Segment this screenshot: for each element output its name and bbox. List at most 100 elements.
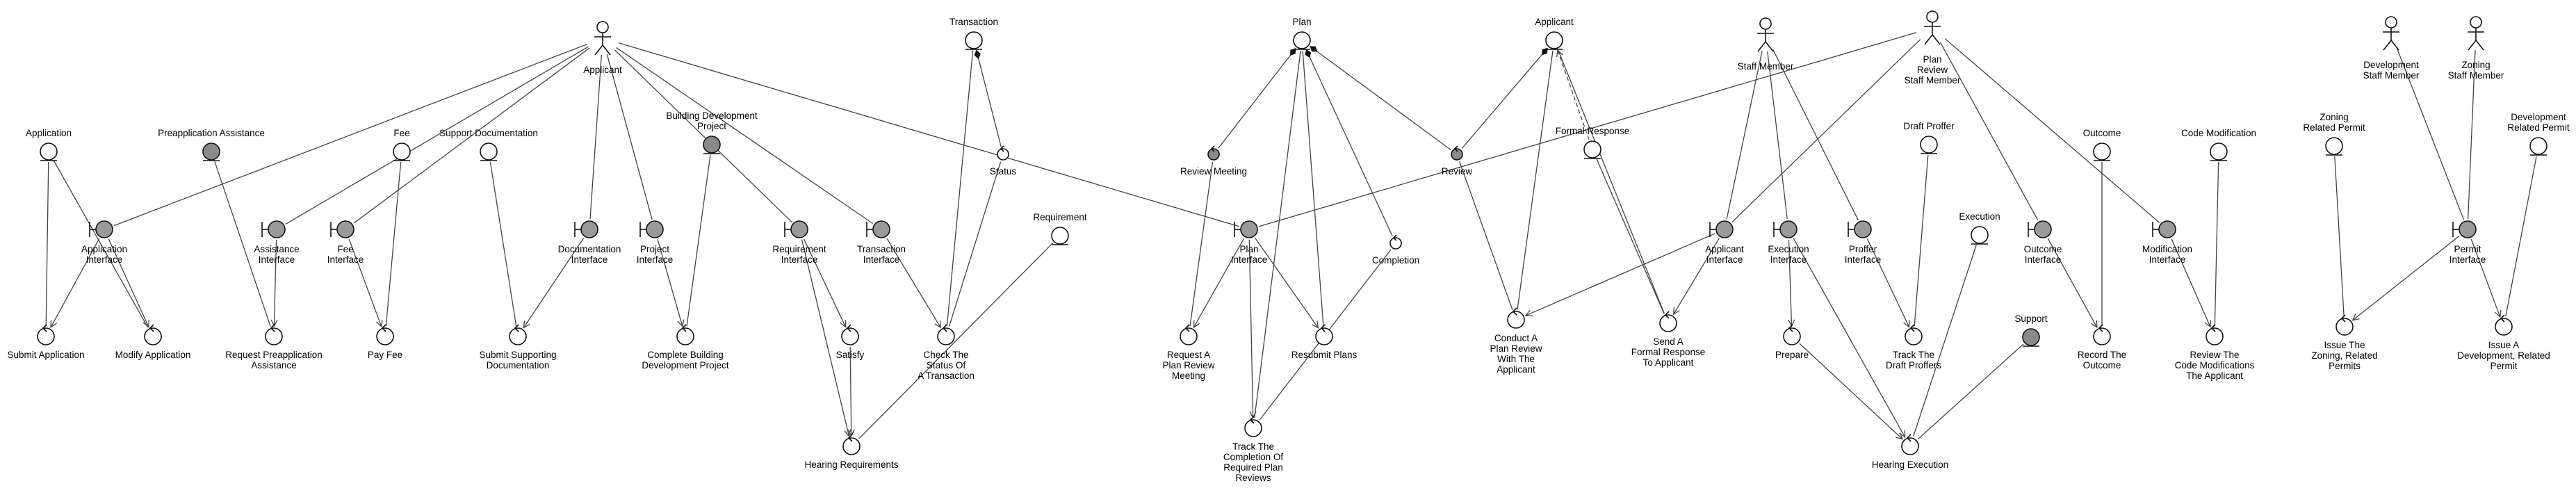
edge-building_dev_project-to-complete_building (686, 154, 711, 327)
edge-permit_interface-to-issue_development (2470, 238, 2502, 318)
entity-icon (1545, 31, 1563, 50)
node-staff_member: Staff Member (1738, 17, 1794, 72)
boundary-icon (2452, 220, 2477, 238)
arrowhead (840, 320, 847, 328)
entity-icon (480, 142, 498, 161)
edge-preapp_assist-to-request_preapp (214, 161, 271, 327)
arrowhead (523, 320, 530, 329)
control-icon (1507, 307, 1525, 329)
control-icon (1783, 324, 1801, 345)
boundary-icon (1773, 220, 1798, 238)
node-label: Preapplication Assistance (158, 128, 265, 138)
entity-icon (965, 31, 983, 50)
edge-conduct_plan_review-to-review (1459, 161, 1513, 311)
control-icon (1180, 324, 1198, 345)
node-label: Review Meeting (1180, 166, 1247, 177)
edge-resubmit_plans-to-plan (1302, 50, 1324, 327)
arrowhead (1896, 432, 1904, 440)
edge-plan_review_staff-to-modification_interface (1944, 38, 2160, 223)
control-icon (2335, 314, 2354, 336)
edge-staff_member-to-proffer_interface (1772, 49, 1859, 220)
node-label: Pay Fee (368, 350, 402, 360)
edge-conduct_plan_review-to-applicant_entity (1517, 50, 1554, 310)
entity-icon (1293, 31, 1311, 50)
node-resubmit_plans: Resubmit Plans (1291, 324, 1358, 360)
node-label: Fee (393, 128, 409, 138)
edge-completion-to-plan (1305, 49, 1393, 237)
control-icon (2206, 324, 2224, 345)
entity-icon (2210, 142, 2228, 161)
edge-application-to-modify_application (53, 160, 149, 328)
arrowhead (376, 319, 383, 328)
edge-support_doc-to-submit_support_docs (489, 161, 517, 327)
node-label: Applicant (1535, 17, 1574, 27)
control-icon (376, 324, 394, 345)
arrowhead (1672, 307, 1680, 316)
boundary-icon (866, 220, 890, 238)
node-label: Support Documentation (439, 128, 538, 138)
edge-application-to-submit_application (45, 161, 49, 327)
edge-support-to-hearing_execution (1917, 343, 2024, 440)
node-label: Support (2014, 313, 2048, 324)
node-requirement: Requirement (1033, 212, 1087, 245)
edge-status-to-transaction (974, 49, 1002, 147)
node-modify_application: Modify Application (115, 324, 190, 360)
edge-transaction_interface-to-check_status (886, 238, 941, 329)
arrowhead (142, 320, 149, 328)
edge-applicant_actor-to-application_interface (113, 43, 587, 227)
connector-layer (45, 32, 2537, 440)
node-formal_response: Formal Response (1556, 126, 1629, 159)
boundary-icon (1848, 220, 1872, 238)
edge-review_meeting-to-plan (1218, 48, 1296, 149)
boundary-icon (1234, 220, 1258, 238)
control-icon (676, 324, 694, 345)
edge-plan_interface-to-resubmit_plans (1255, 237, 1319, 329)
control-icon (1244, 416, 1262, 437)
node-review_meeting: Review Meeting (1180, 145, 1247, 177)
edge-zoning_staff-to-permit_interface (2467, 49, 2476, 220)
actor-icon (594, 21, 611, 56)
control-icon (1389, 234, 1402, 250)
node-label: Application (26, 128, 72, 138)
edge-modification_interface-to-review_code_mods (2171, 238, 2212, 328)
edge-draft_proffer-to-track_draft_proffers (1914, 154, 1929, 327)
entity-icon (703, 136, 721, 154)
edge-requirement_interface-to-hearing_requirements (801, 239, 851, 437)
boundary-icon (1709, 220, 1734, 238)
arrowhead (1524, 309, 1533, 317)
edge-check_status-to-transaction (946, 50, 974, 327)
boundary-icon (639, 220, 664, 238)
composition-diamond (1310, 46, 1318, 52)
edge-staff_member-to-execution_interface (1767, 51, 1788, 220)
control-icon (842, 434, 861, 455)
node-label: Transaction (949, 17, 998, 27)
node-label: Hearing Execution (1872, 459, 1948, 470)
boundary-icon (784, 220, 808, 238)
arrowhead (1193, 320, 1200, 329)
